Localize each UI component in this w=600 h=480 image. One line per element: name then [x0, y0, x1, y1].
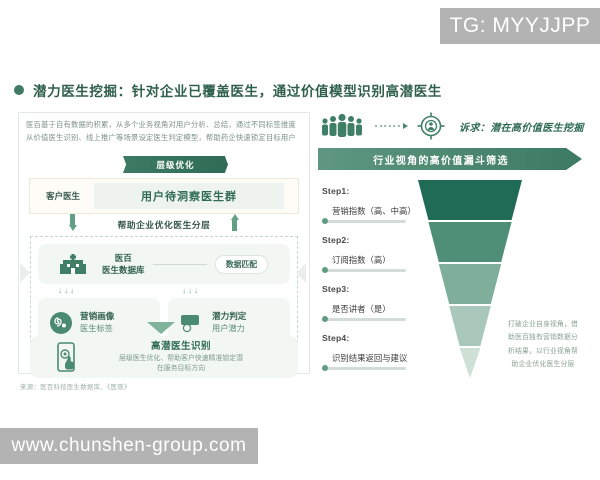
slider-knob[interactable] [322, 365, 328, 371]
dotted-arrow-icon [375, 123, 408, 129]
funnel-band-1 [418, 180, 522, 220]
tier-pill: 用户待洞察医生群 [94, 183, 284, 209]
side-note-line3: 析结果，以行业视角帮 [508, 347, 578, 355]
side-note-line1: 打破企业自身视角，借 [508, 321, 578, 328]
funnel-step-4-slider[interactable] [322, 365, 406, 371]
claim-row: 诉求：潜在高价值医生挖掘 [320, 112, 584, 140]
chat-bubbles-icon [181, 315, 199, 333]
group-of-people-icon [322, 113, 362, 137]
intro-line-2: 从价值医生识别、线上推广等场景设定医生判定模型，帮助药企快速锁定目标用户 [26, 133, 296, 143]
intro-line-1: 医百基于自有数据的积累，从多个业务视角对用户分析、总结，通过不同标签维度 [26, 120, 296, 129]
capability-card-subtitle: 医生标签 [80, 324, 113, 334]
result-text: 高潜医生识别 层级医生优化、帮助客户快速精准锁定潜 在服务目标方向 [90, 340, 272, 375]
funnel-step-1: Step1: 营销指数（高、中高） [322, 186, 416, 224]
funnel-step-3-label: Step3: [322, 284, 350, 294]
result-desc-line1: 层级医生优化、帮助客户快速精准锁定潜 [118, 354, 244, 362]
tier-side-label: 客户医生 [46, 191, 81, 201]
slider-knob[interactable] [322, 267, 328, 273]
page-title: 潜力医生挖掘：针对企业已覆盖医生，通过价值模型识别高潜医生 [14, 80, 442, 100]
target-crosshair-person-icon [417, 112, 445, 140]
slider-knob[interactable] [322, 316, 328, 322]
arrow-down-icon [68, 214, 77, 231]
funnel-step-4: Step4: 识别结果返回与建议 [322, 333, 414, 371]
funnel-step-2-value: 订阅指数（高） [332, 255, 391, 265]
funnel-step-3-value: 是否讲者（是） [332, 304, 391, 314]
funnel-step-4-value: 识别结果返回与建议 [332, 353, 408, 363]
database-title-line2: 医生数据库 [102, 265, 145, 275]
intro-paragraph: 医百基于自有数据的积累，从多个业务视角对用户分析、总结，通过不同标签维度 从价值… [26, 118, 304, 145]
database-row: 医百 医生数据库 数据匹配 [38, 244, 290, 284]
side-note-line2: 助医百独有营销数据分 [508, 334, 578, 342]
funnel-band-3 [438, 264, 502, 304]
result-desc-line2: 在服务目标方向 [156, 365, 206, 373]
triple-arrow-right-icon: ↓↓↓ [182, 286, 200, 295]
claim-text: 诉求：潜在高价值医生挖掘 [459, 122, 584, 134]
funnel-band-4 [449, 306, 491, 346]
capability-card-subtitle: 用户潜力 [212, 324, 245, 334]
page-title-text: 潜力医生挖掘：针对企业已覆盖医生，通过价值模型识别高潜医生 [33, 84, 442, 99]
mobile-tap-icon [57, 342, 75, 372]
funnel-banner: 行业视角的高价值漏斗筛选 [318, 148, 582, 170]
funnel-step-4-label: Step4: [322, 333, 350, 343]
source-note: 来源：医百科技医生数据库、《医观》 [20, 384, 131, 391]
slider-knob[interactable] [322, 218, 328, 224]
funnel-chart [418, 180, 522, 378]
funnel-banner-label: 行业视角的高价值漏斗筛选 [373, 155, 509, 167]
funnel-step-1-slider[interactable] [322, 218, 406, 224]
tier-box: 客户医生 用户待洞察医生群 [29, 178, 299, 214]
hospital-icon [60, 254, 86, 274]
funnel-step-1-value: 营销指数（高、中高） [332, 206, 416, 216]
funnel-step-2-label: Step2: [322, 235, 350, 245]
tier-pill-label: 用户待洞察医生群 [141, 191, 237, 203]
funnel-step-1-label: Step1: [322, 186, 350, 196]
capability-card-title: 营销画像 [80, 311, 115, 322]
capability-card-title: 潜力判定 [212, 311, 247, 322]
right-pointer-icon [296, 263, 306, 283]
tier-optimization-banner-label: 层级优化 [156, 159, 195, 170]
capability-card-text: 营销画像 医生标签 [80, 310, 114, 335]
data-match-chip: 数据匹配 [214, 254, 268, 274]
side-note: 打破企业自身视角，借 助医百独有营销数据分 析结果，以行业视角帮 助企业优化医生… [500, 318, 586, 371]
left-pointer-icon [20, 263, 30, 283]
website-watermark: www.chunshen-group.com [0, 428, 258, 464]
funnel-band-2 [428, 222, 512, 262]
bullet-circle-icon [14, 85, 24, 95]
arrow-up-icon [230, 214, 239, 231]
tier-optimization-banner: 层级优化 [123, 156, 228, 173]
marketing-portrait-icon [50, 312, 72, 334]
result-box: 高潜医生识别 层级医生优化、帮助客户快速精准锁定潜 在服务目标方向 [30, 336, 298, 378]
database-title: 医百 医生数据库 [102, 252, 145, 277]
telegram-watermark: TG: MYYJJPP [440, 8, 600, 44]
funnel-step-2: Step2: 订阅指数（高） [322, 235, 414, 273]
funnel-step-3-slider[interactable] [322, 316, 406, 322]
funnel-step-2-slider[interactable] [322, 267, 406, 273]
mid-label: 帮助企业优化医生分层 [117, 220, 211, 230]
triple-arrow-left-icon: ↓↓↓ [58, 286, 76, 295]
result-title: 高潜医生识别 [150, 340, 211, 352]
database-title-line1: 医百 [114, 252, 132, 263]
capability-card-text: 潜力判定 用户潜力 [212, 310, 246, 335]
side-note-line4: 助企业优化医生分层 [511, 360, 575, 368]
funnel-band-5 [459, 348, 481, 378]
funnel-step-3: Step3: 是否讲者（是） [322, 284, 414, 322]
connector-line [152, 263, 207, 265]
